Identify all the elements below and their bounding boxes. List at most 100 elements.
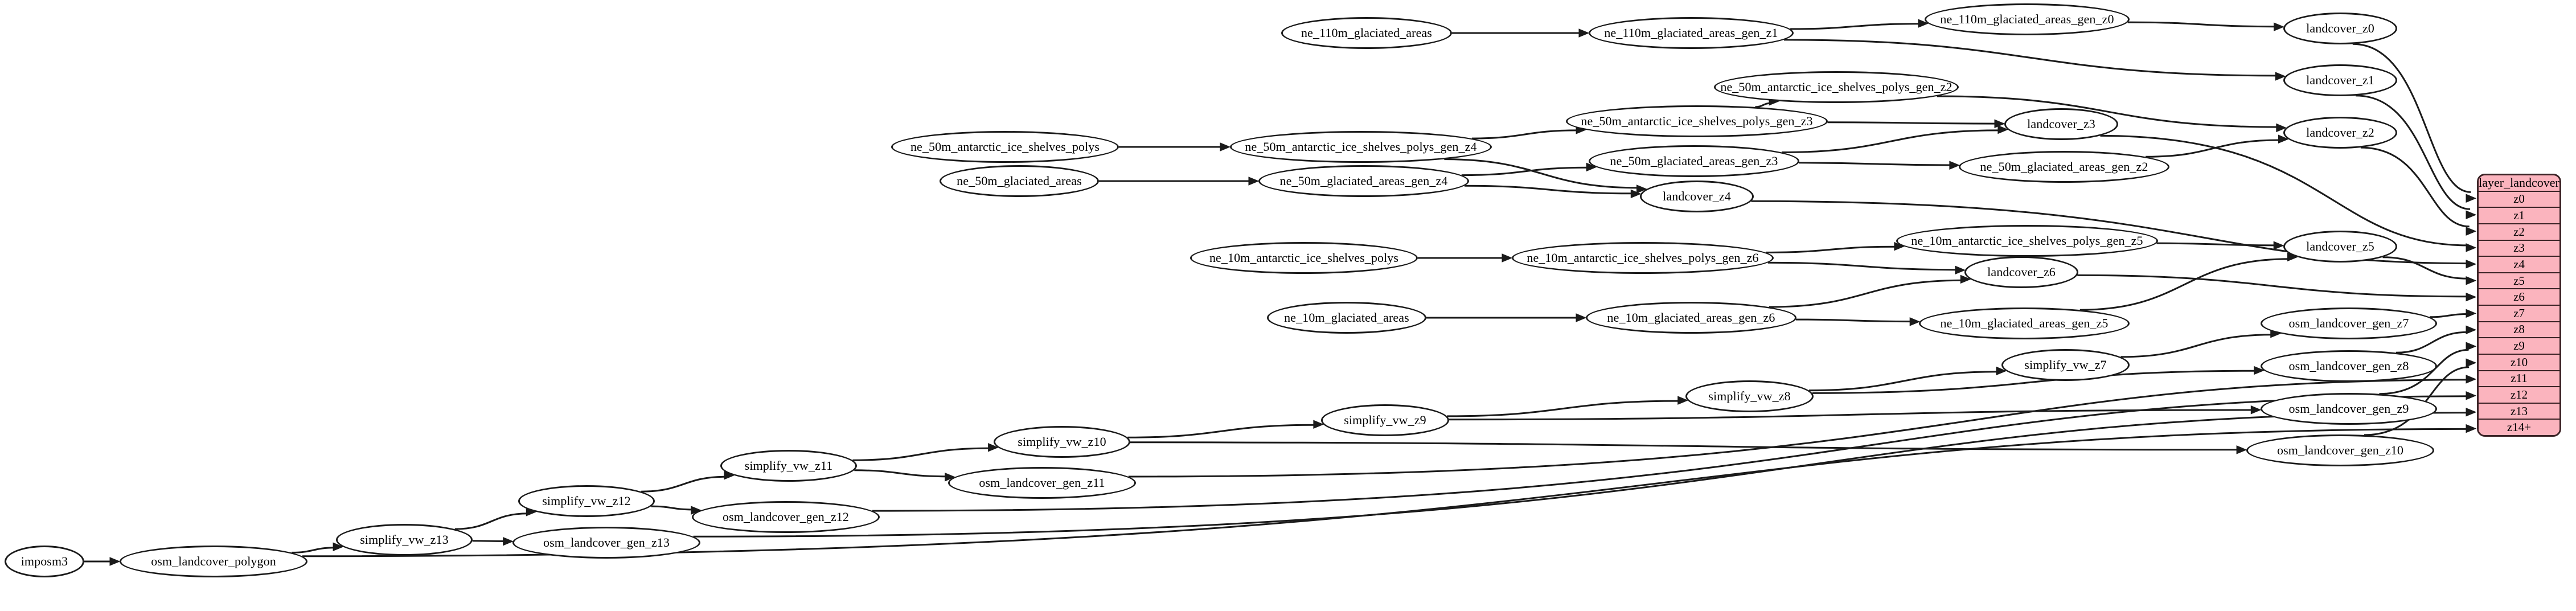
graph-node-ne_50m_glaciated_areas_gen_z4[interactable]: ne_50m_glaciated_areas_gen_z4: [1258, 165, 1469, 197]
graph-node-landcover_z4[interactable]: landcover_z4: [1640, 181, 1754, 212]
graph-node-ne_50m_antarctic_ice_shelves_polys_gen_z4[interactable]: ne_50m_antarctic_ice_shelves_polys_gen_z…: [1230, 131, 1492, 163]
graph-node-osm_landcover_gen_z8[interactable]: osm_landcover_gen_z8: [2261, 350, 2437, 382]
record-row-z7[interactable]: z7: [2479, 306, 2559, 322]
graph-node-label: ne_110m_glaciated_areas_gen_z1: [1604, 26, 1778, 40]
record-row-z11[interactable]: z11: [2479, 371, 2559, 388]
graph-node-label: simplify_vw_z10: [1018, 434, 1106, 449]
graph-node-osm_landcover_gen_z10[interactable]: osm_landcover_gen_z10: [2246, 434, 2434, 466]
record-row-z8[interactable]: z8: [2479, 322, 2559, 339]
graph-node-ne_10m_glaciated_areas_gen_z5[interactable]: ne_10m_glaciated_areas_gen_z5: [1919, 307, 2130, 339]
graph-node-landcover_z3[interactable]: landcover_z3: [2004, 108, 2118, 140]
edge-arrowhead: [1909, 317, 1921, 326]
graph-node-ne_50m_glaciated_areas_gen_z3[interactable]: ne_50m_glaciated_areas_gen_z3: [1589, 145, 1799, 177]
record-row-z4[interactable]: z4: [2479, 257, 2559, 273]
edge-arrowhead: [2250, 405, 2262, 415]
edge-simplify_vw_z12-to-osm_landcover_gen_z12: [651, 505, 693, 511]
graph-node-ne_50m_glaciated_areas[interactable]: ne_50m_glaciated_areas: [940, 165, 1099, 197]
graph-node-landcover_z0[interactable]: landcover_z0: [2283, 13, 2397, 44]
graph-node-ne_50m_antarctic_ice_shelves_polys_gen_z3[interactable]: ne_50m_antarctic_ice_shelves_polys_gen_z…: [1566, 105, 1828, 137]
record-row-z1[interactable]: z1: [2479, 208, 2559, 224]
graph-node-simplify_vw_z11[interactable]: simplify_vw_z11: [720, 450, 857, 482]
graph-node-ne_110m_glaciated_areas_gen_z1[interactable]: ne_110m_glaciated_areas_gen_z1: [1589, 17, 1794, 49]
graph-node-simplify_vw_z9[interactable]: simplify_vw_z9: [1321, 404, 1449, 436]
edge-ne_50m_glaciated_areas_gen_z2-to-landcover_z2: [2146, 139, 2280, 158]
edge-arrowhead: [109, 557, 121, 566]
edge-simplify_vw_z8-to-osm_landcover_gen_z8: [1812, 370, 2256, 394]
edge-simplify_vw_z11-to-simplify_vw_z10: [852, 447, 990, 461]
graph-node-osm_landcover_gen_z9[interactable]: osm_landcover_gen_z9: [2261, 393, 2437, 425]
edge-arrowhead: [1994, 119, 2005, 128]
graph-node-label: simplify_vw_z9: [1344, 413, 1426, 427]
edge-osm_landcover_gen_z13-to-layer_landcover.z13: [693, 412, 2468, 538]
graph-node-landcover_z6[interactable]: landcover_z6: [1964, 256, 2078, 288]
graph-node-label: ne_110m_glaciated_areas: [1301, 26, 1432, 40]
edge-arrowhead: [2466, 309, 2477, 318]
graph-node-landcover_z1[interactable]: landcover_z1: [2283, 64, 2397, 96]
edge-ne_50m_antarctic_ice_shelves_polys_gen_z4-to-ne_50m_antarctic_ice_shelves_polys_gen_z3: [1471, 129, 1578, 140]
record-row-z2[interactable]: z2: [2479, 224, 2559, 241]
graph-node-ne_50m_antarctic_ice_shelves_polys[interactable]: ne_50m_antarctic_ice_shelves_polys: [891, 131, 1119, 163]
record-row-z14+[interactable]: z14+: [2479, 420, 2559, 435]
edge-arrowhead: [2466, 407, 2477, 417]
record-row-z13[interactable]: z13: [2479, 403, 2559, 420]
graph-node-simplify_vw_z7[interactable]: simplify_vw_z7: [2001, 349, 2130, 381]
record-row-z3[interactable]: z3: [2479, 240, 2559, 257]
graph-node-osm_landcover_gen_z12[interactable]: osm_landcover_gen_z12: [692, 501, 880, 533]
graph-node-label: ne_50m_antarctic_ice_shelves_polys_gen_z…: [1581, 114, 1813, 128]
graph-node-osm_landcover_gen_z13[interactable]: osm_landcover_gen_z13: [512, 527, 700, 559]
record-row-z6[interactable]: z6: [2479, 289, 2559, 306]
graph-node-osm_landcover_gen_z11[interactable]: osm_landcover_gen_z11: [948, 467, 1136, 499]
graph-node-label: ne_50m_glaciated_areas_gen_z2: [1980, 159, 2148, 174]
graph-node-label: osm_landcover_polygon: [151, 554, 276, 568]
graph-node-simplify_vw_z12[interactable]: simplify_vw_z12: [518, 485, 655, 517]
graph-node-imposm3[interactable]: imposm3: [5, 546, 84, 577]
graph-node-ne_110m_glaciated_areas_gen_z0[interactable]: ne_110m_glaciated_areas_gen_z0: [1925, 3, 2130, 35]
edge-landcover_z3-to-layer_landcover.z3: [2100, 134, 2468, 247]
graph-node-label: landcover_z2: [2306, 125, 2374, 140]
edge-ne_110m_glaciated_areas_gen_z1-to-landcover_z1: [1783, 39, 2278, 77]
edge-simplify_vw_z11-to-osm_landcover_gen_z11: [854, 469, 947, 478]
graph-node-label: landcover_z1: [2306, 73, 2374, 87]
graph-node-label: ne_50m_antarctic_ice_shelves_polys_gen_z…: [1245, 140, 1477, 154]
graph-node-label: simplify_vw_z12: [542, 494, 631, 508]
graph-node-osm_landcover_gen_z7[interactable]: osm_landcover_gen_z7: [2261, 307, 2437, 339]
edge-simplify_vw_z10-to-osm_landcover_gen_z10: [1130, 441, 2239, 451]
edge-ne_10m_glaciated_areas_gen_z5-to-landcover_z5: [2079, 258, 2290, 311]
graph-node-label: landcover_z5: [2306, 239, 2374, 253]
graph-node-label: osm_landcover_gen_z9: [2288, 401, 2409, 416]
edge-arrowhead: [2276, 123, 2287, 133]
graph-node-ne_110m_glaciated_areas[interactable]: ne_110m_glaciated_areas: [1281, 17, 1452, 49]
edge-ne_50m_antarctic_ice_shelves_polys_gen_z4-to-landcover_z4: [1444, 158, 1639, 189]
graph-node-ne_10m_antarctic_ice_shelves_polys[interactable]: ne_10m_antarctic_ice_shelves_polys: [1190, 242, 1418, 274]
graph-node-ne_10m_antarctic_ice_shelves_polys_gen_z5[interactable]: ne_10m_antarctic_ice_shelves_polys_gen_z…: [1896, 225, 2158, 257]
graph-node-ne_50m_antarctic_ice_shelves_polys_gen_z2[interactable]: ne_50m_antarctic_ice_shelves_polys_gen_z…: [1714, 71, 1959, 103]
graph-node-ne_50m_glaciated_areas_gen_z2[interactable]: ne_50m_glaciated_areas_gen_z2: [1959, 151, 2169, 183]
record-row-z0[interactable]: z0: [2479, 191, 2559, 208]
graph-node-ne_10m_glaciated_areas[interactable]: ne_10m_glaciated_areas: [1267, 302, 1426, 334]
edge-arrowhead: [2466, 276, 2477, 285]
edge-ne_110m_glaciated_areas_gen_z0-to-landcover_z0: [2127, 21, 2276, 28]
graph-node-landcover_z2[interactable]: landcover_z2: [2283, 117, 2397, 149]
record-row-z10[interactable]: z10: [2479, 354, 2559, 371]
record-row-z12[interactable]: z12: [2479, 387, 2559, 404]
graph-node-simplify_vw_z8[interactable]: simplify_vw_z8: [1685, 380, 1814, 412]
edge-landcover_z6-to-layer_landcover.z6: [2077, 274, 2468, 298]
edge-arrowhead: [2466, 424, 2477, 433]
graph-node-osm_landcover_polygon[interactable]: osm_landcover_polygon: [120, 546, 307, 577]
graph-node-simplify_vw_z13[interactable]: simplify_vw_z13: [336, 524, 473, 556]
graph-node-ne_10m_antarctic_ice_shelves_polys_gen_z6[interactable]: ne_10m_antarctic_ice_shelves_polys_gen_z…: [1512, 242, 1774, 274]
edge-arrowhead: [1955, 265, 1966, 275]
graph-node-label: ne_50m_glaciated_areas_gen_z3: [1610, 154, 1778, 168]
edge-landcover_z0-to-layer_landcover.z0: [2352, 43, 2471, 193]
edge-simplify_vw_z10-to-simplify_vw_z9: [1127, 424, 1315, 438]
edge-arrowhead: [1997, 125, 2009, 134]
record-row-z5[interactable]: z5: [2479, 273, 2559, 290]
record-row-z9[interactable]: z9: [2479, 338, 2559, 355]
edge-arrowhead: [1502, 253, 1513, 263]
graph-node-landcover_z5[interactable]: landcover_z5: [2283, 231, 2397, 263]
graph-node-ne_10m_glaciated_areas_gen_z6[interactable]: ne_10m_glaciated_areas_gen_z6: [1586, 302, 1796, 334]
edge-landcover_z2-to-layer_landcover.z2: [2360, 146, 2470, 228]
record-title: layer_landcover: [2479, 175, 2559, 192]
graph-node-simplify_vw_z10[interactable]: simplify_vw_z10: [994, 426, 1130, 458]
